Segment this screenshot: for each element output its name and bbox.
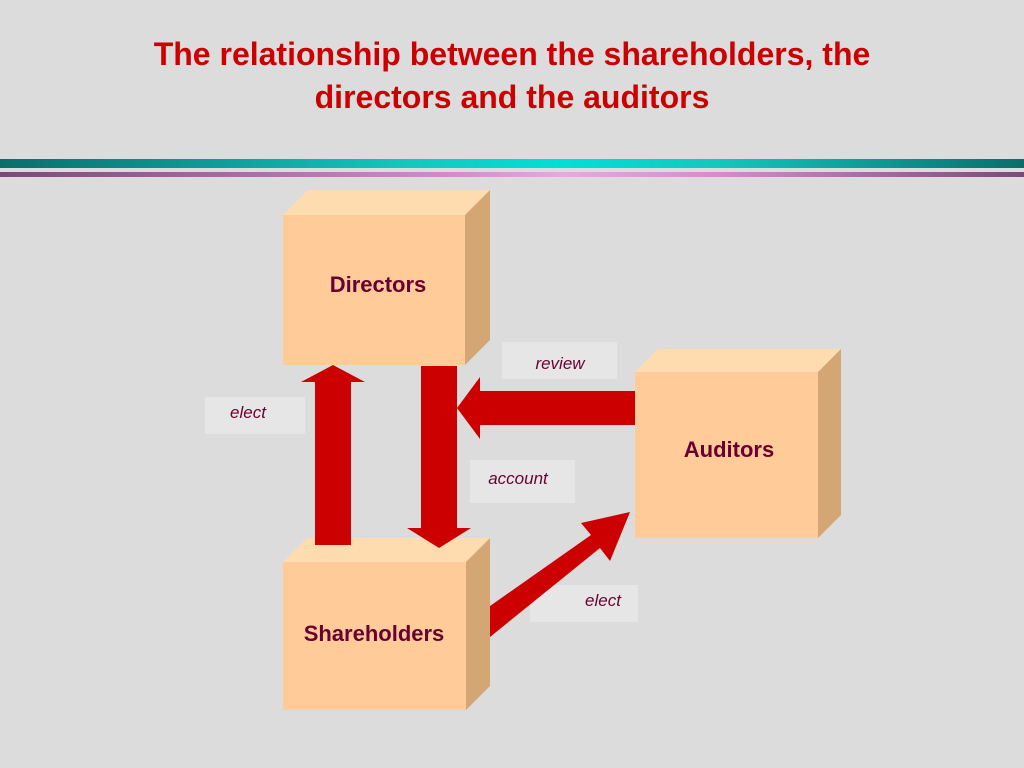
auditors-box-top [635, 349, 841, 372]
arrow-review-directors [457, 377, 635, 439]
slide-title: The relationship between the shareholder… [0, 33, 1024, 119]
auditors-box [635, 349, 841, 538]
divider-purple [0, 172, 1024, 177]
auditors-box-side [818, 349, 841, 538]
shareholders-box-front [283, 562, 466, 710]
divider-teal [0, 159, 1024, 168]
directors-label: Directors [330, 272, 427, 297]
edge-label-account: account [488, 469, 549, 488]
shareholders-label: Shareholders [304, 621, 445, 646]
slide-title-line-1: The relationship between the shareholder… [153, 36, 871, 72]
arrow-elect-auditors [490, 512, 630, 637]
directors-box-front [283, 215, 465, 365]
directors-box [283, 190, 490, 365]
auditors-box-front [635, 372, 818, 538]
label-backdrop-elect-right [530, 585, 638, 622]
shareholders-box-side [466, 538, 490, 710]
slide-title-line-2: directors and the auditors [314, 79, 710, 115]
label-backdrop-account [470, 460, 575, 503]
edge-label-review: review [535, 354, 586, 373]
auditors-label: Auditors [684, 437, 774, 462]
arrow-account-shareholders [407, 366, 471, 548]
shareholders-box-top [283, 538, 490, 562]
edge-label-elect-directors: elect [230, 403, 267, 422]
label-backdrop-review [502, 342, 617, 379]
directors-box-top [283, 190, 490, 215]
arrow-elect-directors [301, 365, 365, 545]
edge-label-elect-auditors: elect [585, 591, 622, 610]
directors-box-side [465, 190, 490, 365]
label-backdrop-elect-left [205, 397, 305, 434]
